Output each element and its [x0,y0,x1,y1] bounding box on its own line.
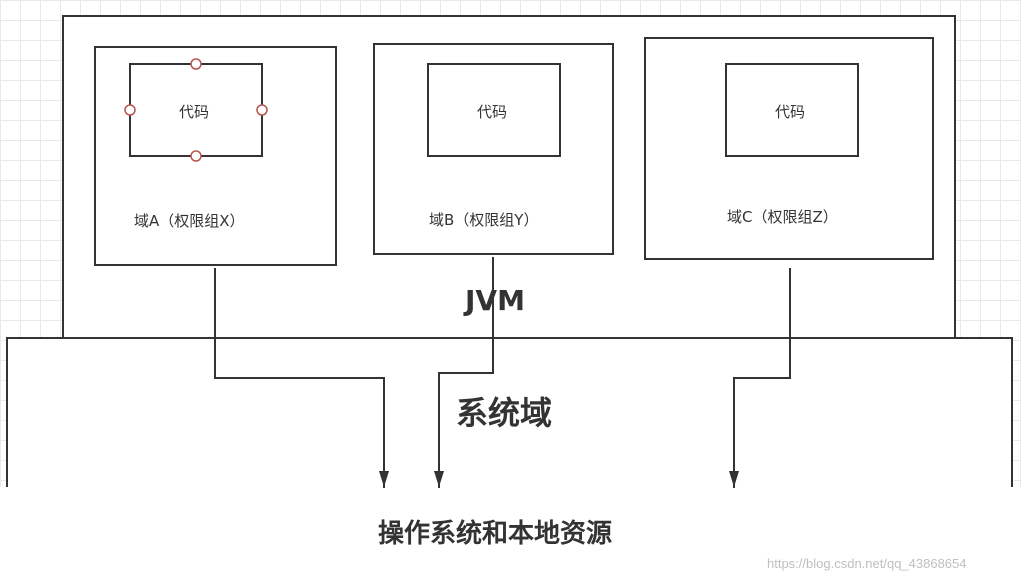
system-domain-box [6,337,1013,489]
os-resources-region [0,487,1021,582]
selection-handle-left[interactable] [124,104,136,116]
domain-b-code-box [427,63,561,157]
domain-c-arrowhead [729,471,739,487]
domain-c-label: 域C（权限组Z） [727,208,838,226]
selection-handle-right[interactable] [256,104,268,116]
watermark-text: https://blog.csdn.net/qq_43868654 [767,556,967,571]
domain-a-label: 域A（权限组X） [134,212,245,230]
os-resources-label: 操作系统和本地资源 [378,519,613,549]
domain-b-label: 域B（权限组Y） [429,211,539,229]
selection-handle-bottom[interactable] [190,150,202,162]
domain-b-code-label: 代码 [477,103,508,121]
domain-a-code-label: 代码 [179,103,210,121]
jvm-label: JVM [465,284,525,317]
domain-b-arrowhead [434,471,444,487]
selection-handle-top[interactable] [190,58,202,70]
domain-a-connector [214,268,385,488]
domain-c-connector [733,268,791,488]
domain-b-connector [438,257,494,488]
domain-a-arrowhead [379,471,389,487]
domain-c-code-label: 代码 [775,103,806,121]
domain-c-code-box [725,63,859,157]
system-domain-label: 系统域 [456,394,553,432]
